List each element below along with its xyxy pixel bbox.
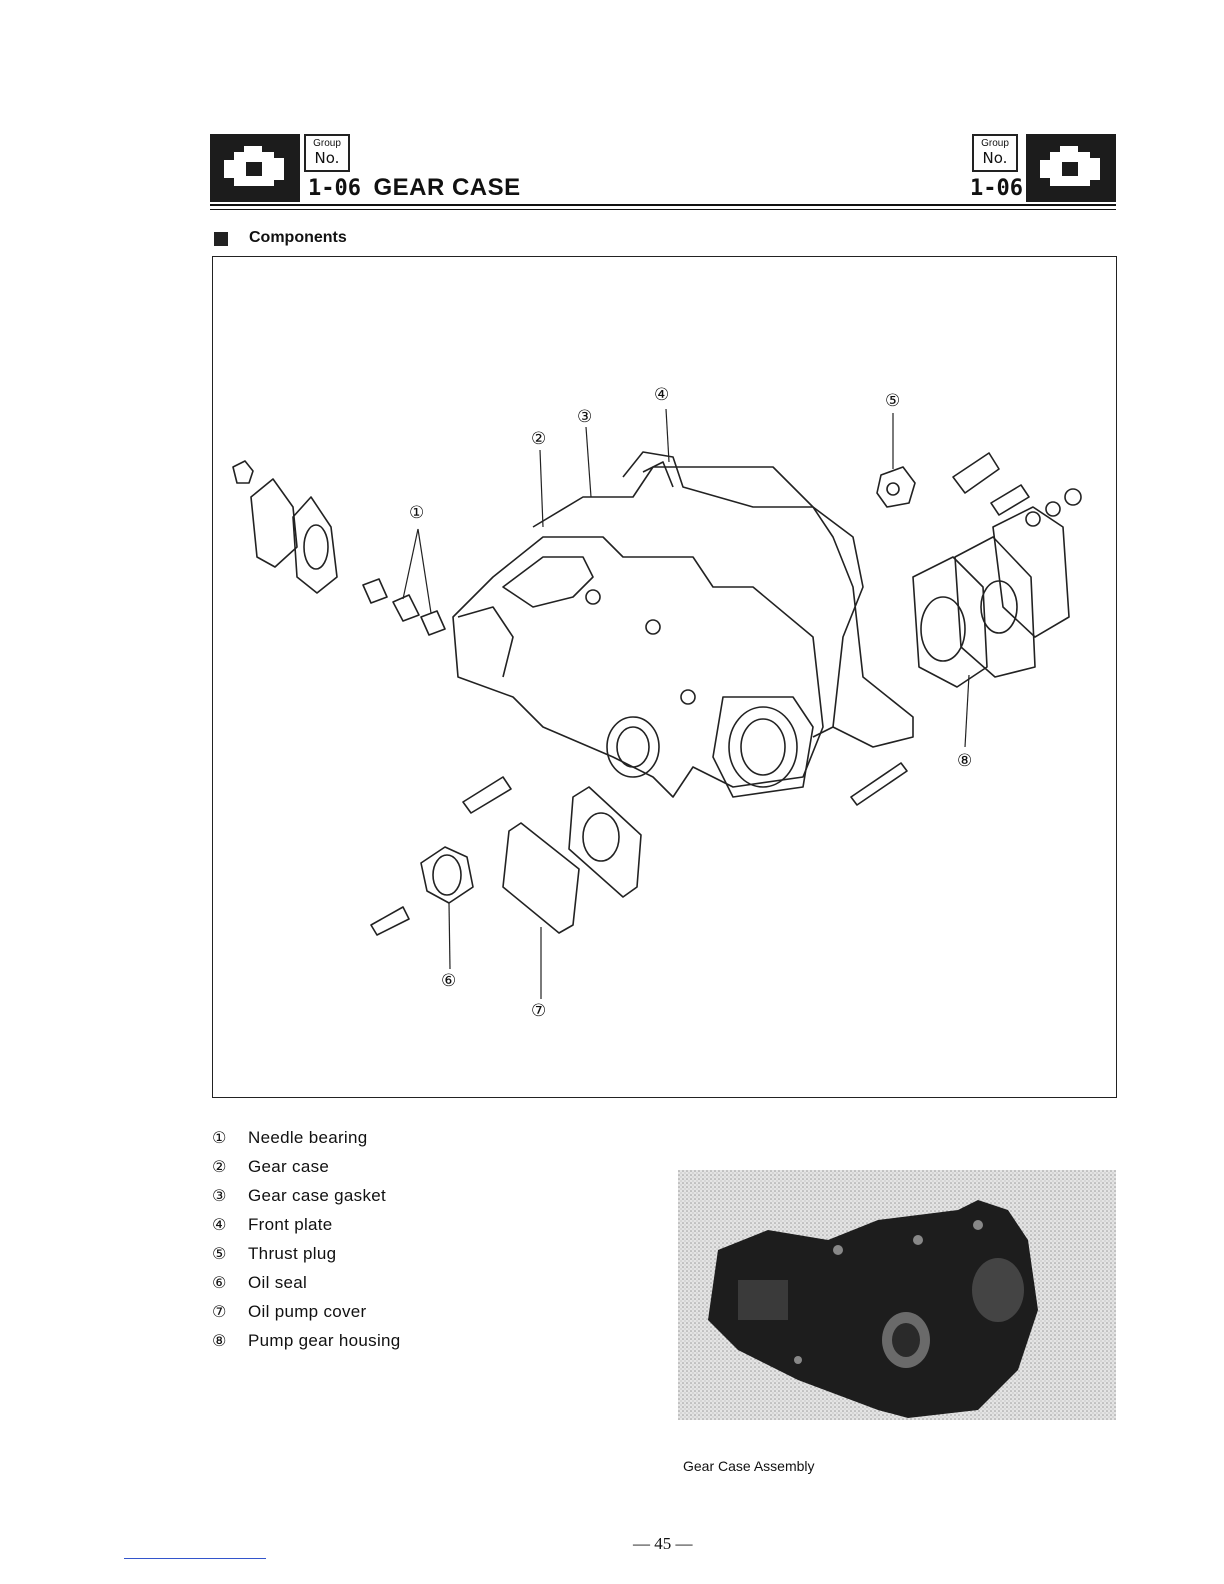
engine-badge-left xyxy=(210,134,300,202)
needle-bearing-a xyxy=(363,579,387,603)
callout-2: ② xyxy=(531,429,546,449)
group-number-box-left: Group No. xyxy=(304,134,350,172)
callout-7: ⑦ xyxy=(531,1001,546,1021)
legend-label: Oil seal xyxy=(248,1273,307,1292)
engine-icon xyxy=(218,146,292,192)
legend-number: ④ xyxy=(212,1215,248,1234)
callout-5: ⑤ xyxy=(885,391,900,411)
legend-number: ⑧ xyxy=(212,1331,248,1350)
section-code: 1-06 xyxy=(308,176,361,201)
section-heading: 1-06 GEAR CASE xyxy=(308,174,521,202)
legend-label: Gear case gasket xyxy=(248,1186,386,1205)
legend-label: Front plate xyxy=(248,1215,333,1234)
legend-number: ⑤ xyxy=(212,1244,248,1263)
group-number-box-right: Group No. xyxy=(972,134,1018,172)
group-label-right: Group xyxy=(974,139,1016,149)
no-label: No. xyxy=(306,151,348,166)
oil-pump-cover xyxy=(503,823,579,933)
pump-gear-housing xyxy=(913,557,987,687)
gear-case-photo-image xyxy=(678,1170,1116,1420)
heading-bullet xyxy=(214,232,228,246)
components-heading: Components xyxy=(249,229,347,247)
bolt-top-left xyxy=(233,461,253,483)
callout-6: ⑥ xyxy=(441,971,456,991)
legend-number: ② xyxy=(212,1157,248,1176)
legend-label: Pump gear housing xyxy=(248,1331,401,1350)
gear-case-body xyxy=(453,537,823,797)
section-title: GEAR CASE xyxy=(373,174,520,201)
oil-pump-gasket xyxy=(569,787,641,897)
footer-underline xyxy=(124,1558,266,1559)
legend-label: Thrust plug xyxy=(248,1244,336,1263)
exploded-diagram: ① ② ③ ④ ⑤ ⑥ ⑦ ⑧ xyxy=(212,256,1117,1098)
header-rule-thin xyxy=(210,209,1116,210)
left-cover-plate xyxy=(251,479,297,567)
page-number: — 45 — xyxy=(633,1534,693,1554)
bolt-lower-b xyxy=(371,907,409,935)
engine-badge-right xyxy=(1026,134,1116,202)
engine-icon-right xyxy=(1034,146,1108,192)
legend-label: Gear case xyxy=(248,1157,329,1176)
callout-1: ① xyxy=(409,503,424,523)
legend-label: Needle bearing xyxy=(248,1128,368,1147)
callout-4: ④ xyxy=(654,385,669,405)
section-code-right: 1-06 xyxy=(970,176,1023,201)
bolt-right xyxy=(953,453,999,493)
gear-case-photo xyxy=(678,1170,1116,1420)
legend-number: ① xyxy=(212,1128,248,1147)
exploded-view-drawing xyxy=(213,257,1116,1097)
legend-number: ⑥ xyxy=(212,1273,248,1292)
stud-lower xyxy=(851,763,907,805)
bolt-lower-a xyxy=(463,777,511,813)
legend-label: Oil pump cover xyxy=(248,1302,367,1321)
callout-8: ⑧ xyxy=(957,751,972,771)
group-label: Group xyxy=(306,139,348,149)
no-label-right: No. xyxy=(974,151,1016,166)
legend-number: ⑦ xyxy=(212,1302,248,1321)
callout-3: ③ xyxy=(577,407,592,427)
thrust-plug xyxy=(877,467,915,507)
header-rule xyxy=(210,204,1116,206)
left-gasket xyxy=(293,497,337,593)
photo-caption: Gear Case Assembly xyxy=(683,1458,815,1474)
housing-gasket xyxy=(955,537,1035,677)
legend-number: ③ xyxy=(212,1186,248,1205)
